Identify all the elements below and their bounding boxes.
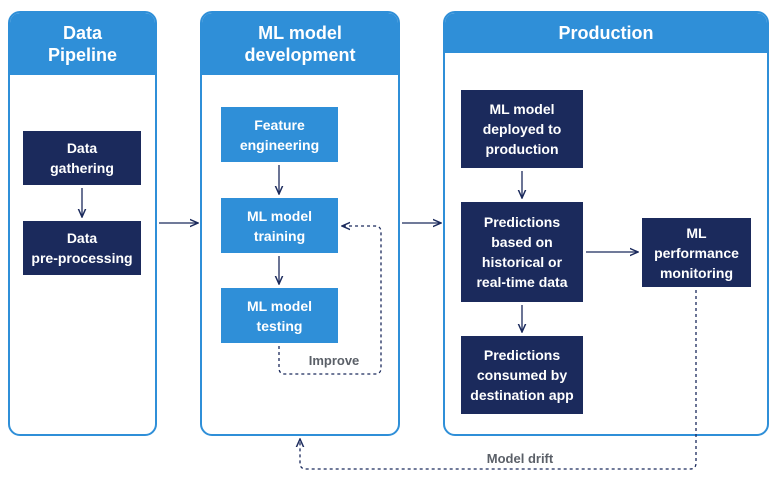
arrow-improve-loop (278, 226, 382, 375)
step-predictions-consumed: Predictions consumed by destination app (461, 336, 583, 414)
step-data-preprocessing: Data pre-processing (23, 221, 141, 275)
panel-title-production: Production (445, 13, 767, 53)
step-feature-engineering: Feature engineering (221, 107, 338, 162)
step-ml-model-training: ML model training (221, 198, 338, 253)
step-model-deployed: ML model deployed to production (461, 90, 583, 168)
panel-title-data-pipeline: Data Pipeline (10, 13, 155, 75)
step-ml-performance-monitoring: ML performance monitoring (642, 218, 751, 287)
step-ml-model-testing: ML model testing (221, 288, 338, 343)
step-predictions: Predictions based on historical or real-… (461, 202, 583, 302)
step-data-gathering: Data gathering (23, 131, 141, 185)
panel-title-ml-model-development: ML model development (202, 13, 398, 75)
label-improve: Improve (308, 353, 360, 368)
label-model-drift: Model drift (486, 451, 554, 466)
arrow-model-drift-loop (300, 290, 697, 470)
